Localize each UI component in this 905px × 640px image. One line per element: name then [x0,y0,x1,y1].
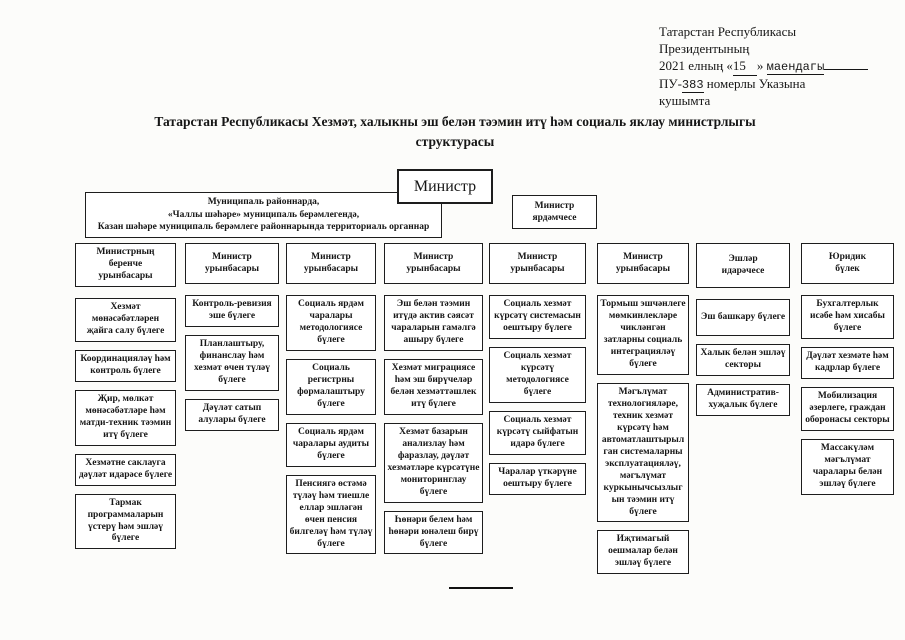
org-column-deputy-integration: Министр урынбасары Тормыш эшчәнлеге мөмк… [597,243,689,575]
decree-note: Татарстан Республикасы Президентының 202… [659,24,905,110]
org-column-deputy-social-services: Министр урынбасары Социаль хезмәт күрсәт… [489,243,586,495]
org-node: Социаль ярдәм чаралары аудиты бүлеге [286,422,376,467]
org-node: Һөнәри белем һәм һөнәри юнәлеш бирү бүле… [384,510,483,555]
org-node: Социаль хезмәт күрсәтү сыйфатын идарә бү… [489,410,586,455]
decree-number-prefix: ПУ- [659,75,682,91]
org-node-head: Министр урынбасары [185,243,279,284]
org-column-deputy-finance: Министр урынбасары Контроль-ревизия эше … [185,243,279,431]
org-node: Дәүләт сатып алулары бүлеге [185,398,279,431]
org-node: Социаль хезмәт күрсәтү системасын оештыр… [489,295,586,339]
org-node: Социаль регистрны формалаштыру бүлеге [286,358,376,415]
org-node: Мобилизация әзерлеге, граждан оборонасы … [801,386,894,431]
decree-underline [824,57,869,70]
org-node: Мәгълүмат технологияләре, техник хезмәт … [597,382,689,523]
org-column-legal: Юридик бүлек Бухгалтерлык исәбе һәм хиса… [801,243,894,495]
org-node: Дәүләт хезмәте һәм кадрлар бүлеге [801,346,894,379]
territorial-line: «Чаллы шәһәре» муниципаль берәмлегендә, [167,209,360,220]
org-node: Хезмәт базарын анализлау һәм фаразлау, д… [384,422,483,503]
minister-box: Министр [397,169,493,204]
org-node: Планлаштыру, финанслау һәм хезмәт өчен т… [185,334,279,391]
org-node: Эш белән тәэмин итүдә актив сәясәт чарал… [384,295,483,351]
decree-quote-close: » [756,58,764,73]
decree-month-value: маендагы [766,60,825,75]
territorial-line: Казан шәһәре муниципаль берәмлеге районн… [97,222,430,233]
bottom-divider-line [449,587,513,589]
decree-number-value: 383 [681,77,704,93]
org-node: Чаралар үткәрүне оештыру бүлеге [489,462,586,495]
org-column-affairs-manager: Эшләр идарәчесе Эш башкару бүлеге Халык … [696,243,790,416]
org-node: Халык белән эшләү секторы [696,344,790,376]
territorial-organs-box: Муниципаль районнарда, «Чаллы шәһәре» му… [85,192,442,238]
org-node-head: Эшләр идарәчесе [696,243,790,288]
org-node: Контроль-ревизия эше бүлеге [185,295,279,327]
decree-note-line: Президентының [659,40,750,56]
org-node: Хезмәт мөнәсәбәтләрен җайга салу бүлеге [75,297,176,342]
org-node: Пенсиягә өстәмә түләү һәм тиешле еллар э… [286,474,376,555]
page-title: Татарстан Республикасы Хезмәт, халыкны э… [60,112,850,151]
org-column-deputy-employment: Министр урынбасары Эш белән тәэмин итүдә… [384,243,483,555]
decree-note-line: Татарстан Республикасы [659,24,797,39]
minister-assistant-box: Министр ярдәмчесе [512,195,597,229]
decree-note-line: ПУ-383 номерлы Указына [659,76,905,94]
decree-number-suffix: номерлы Указына [703,75,806,91]
org-node: Социаль ярдәм чаралары методологиясе бүл… [286,295,376,351]
org-node: Эш башкару бүлеге [696,299,790,336]
org-node: Социаль хезмәт күрсәтү методологиясе бүл… [489,346,586,403]
org-node-head: Министр урынбасары [597,243,689,284]
org-column-first-deputy: Министрның беренче урынбасары Хезмәт мөн… [75,243,176,550]
org-node: Тормыш эшчәнлеге мөмкинлекләре чикләнгән… [597,295,689,375]
org-node: Административ-хуҗалык бүлеге [696,383,790,416]
org-node: Бухгалтерлык исәбе һәм хисабы бүлеге [801,295,894,339]
org-node: Массакүләм мәгълүмат чаралары белән эшлә… [801,438,894,495]
org-node: Җир, мөлкәт мөнәсәбәтләре һәм матди-техн… [75,389,176,446]
org-column-deputy-social-support: Министр урынбасары Социаль ярдәм чаралар… [286,243,376,555]
org-node: Хезмәтне саклауга дәүләт идарәсе бүлеге [75,453,176,486]
org-node: Хезмәт миграциясе һәм эш бирүчеләр белән… [384,358,483,415]
org-node: Координацияләү һәм контроль бүлеге [75,349,176,382]
page-title-line1: Татарстан Республикасы Хезмәт, халыкны э… [154,114,756,129]
page-title-line2: структурасы [415,133,495,149]
decree-day-value: 15 [732,58,757,76]
org-node-head: Министр урынбасары [286,243,376,284]
org-node-head: Юридик бүлек [801,243,894,284]
decree-note-line: 2021 елның «15» маендагы [659,57,905,76]
decree-note-line: кушымта [659,93,711,108]
decree-date-prefix: 2021 елның « [659,58,733,73]
org-node-head: Министр урынбасары [489,243,586,284]
org-node: Иҗтимагый оешмалар белән эшләү бүлеге [597,530,689,575]
org-node: Тармак программаларын үстерү һәм эшләү б… [75,493,176,550]
org-node-head: Министрның беренче урынбасары [75,243,176,287]
territorial-line: Муниципаль районнарда, [207,197,320,207]
org-node-head: Министр урынбасары [384,243,483,284]
